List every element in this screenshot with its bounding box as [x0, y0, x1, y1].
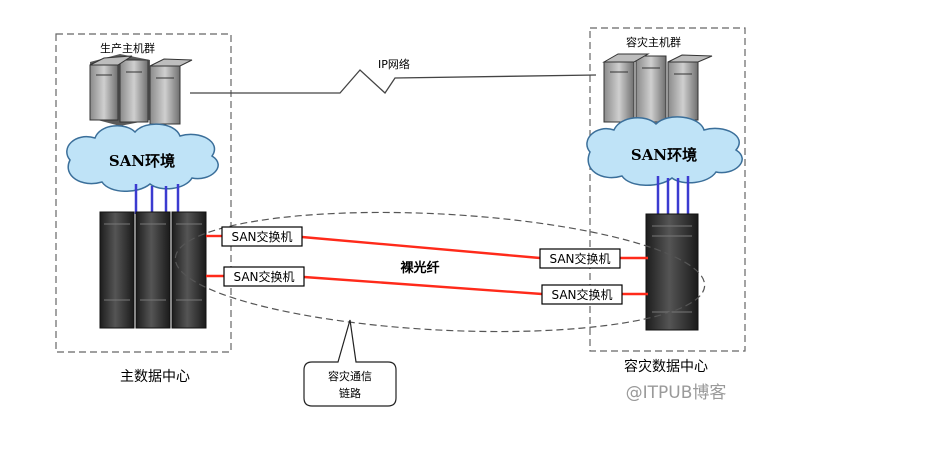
primary-san-links: [134, 184, 180, 214]
dr-hosts-label: 容灾主机群: [626, 35, 681, 49]
primary-host-servers-icon: [89, 54, 193, 126]
primary-dc-label: 主数据中心: [120, 369, 190, 385]
dr-site-boundary: [589, 27, 746, 352]
dr-san-label: SAN环境: [631, 146, 697, 164]
fiber-label: 裸光纤: [400, 260, 439, 276]
dr-storage-rack-icon: [645, 213, 699, 331]
watermark: @ITPUB博客: [626, 383, 727, 403]
ip-network-label: IP网络: [378, 57, 410, 71]
switch-primary-1-label: SAN交换机: [231, 229, 292, 244]
primary-san-cloud-icon: [66, 123, 219, 192]
primary-hosts-label: 生产主机群: [100, 41, 155, 55]
primary-storage-rack-icon: [99, 211, 207, 329]
ip-network-line: [190, 69, 597, 94]
dr-host-servers-icon: [602, 53, 713, 123]
switch-primary-2-label: SAN交换机: [233, 269, 294, 284]
dr-link-label-line2: 链路: [339, 386, 361, 400]
switch-primary-2: SAN交换机: [223, 266, 305, 287]
switch-dr-1-label: SAN交换机: [549, 251, 610, 266]
dr-link-label-line1: 容灾通信: [328, 369, 372, 383]
switch-dr-1: SAN交换机: [539, 248, 621, 269]
dr-san-cloud-icon: [586, 116, 743, 186]
switch-primary-1: SAN交换机: [221, 226, 303, 247]
dr-link-ellipse: [174, 211, 706, 333]
dr-san-links: [656, 176, 690, 216]
dr-dc-label: 容灾数据中心: [624, 358, 708, 375]
switch-dr-2: SAN交换机: [541, 284, 623, 305]
primary-site-boundary: [55, 33, 232, 353]
fiber-links: [206, 234, 648, 296]
switch-dr-2-label: SAN交换机: [551, 287, 612, 302]
dr-link-callout: [303, 319, 397, 407]
primary-san-label: SAN环境: [109, 152, 175, 170]
